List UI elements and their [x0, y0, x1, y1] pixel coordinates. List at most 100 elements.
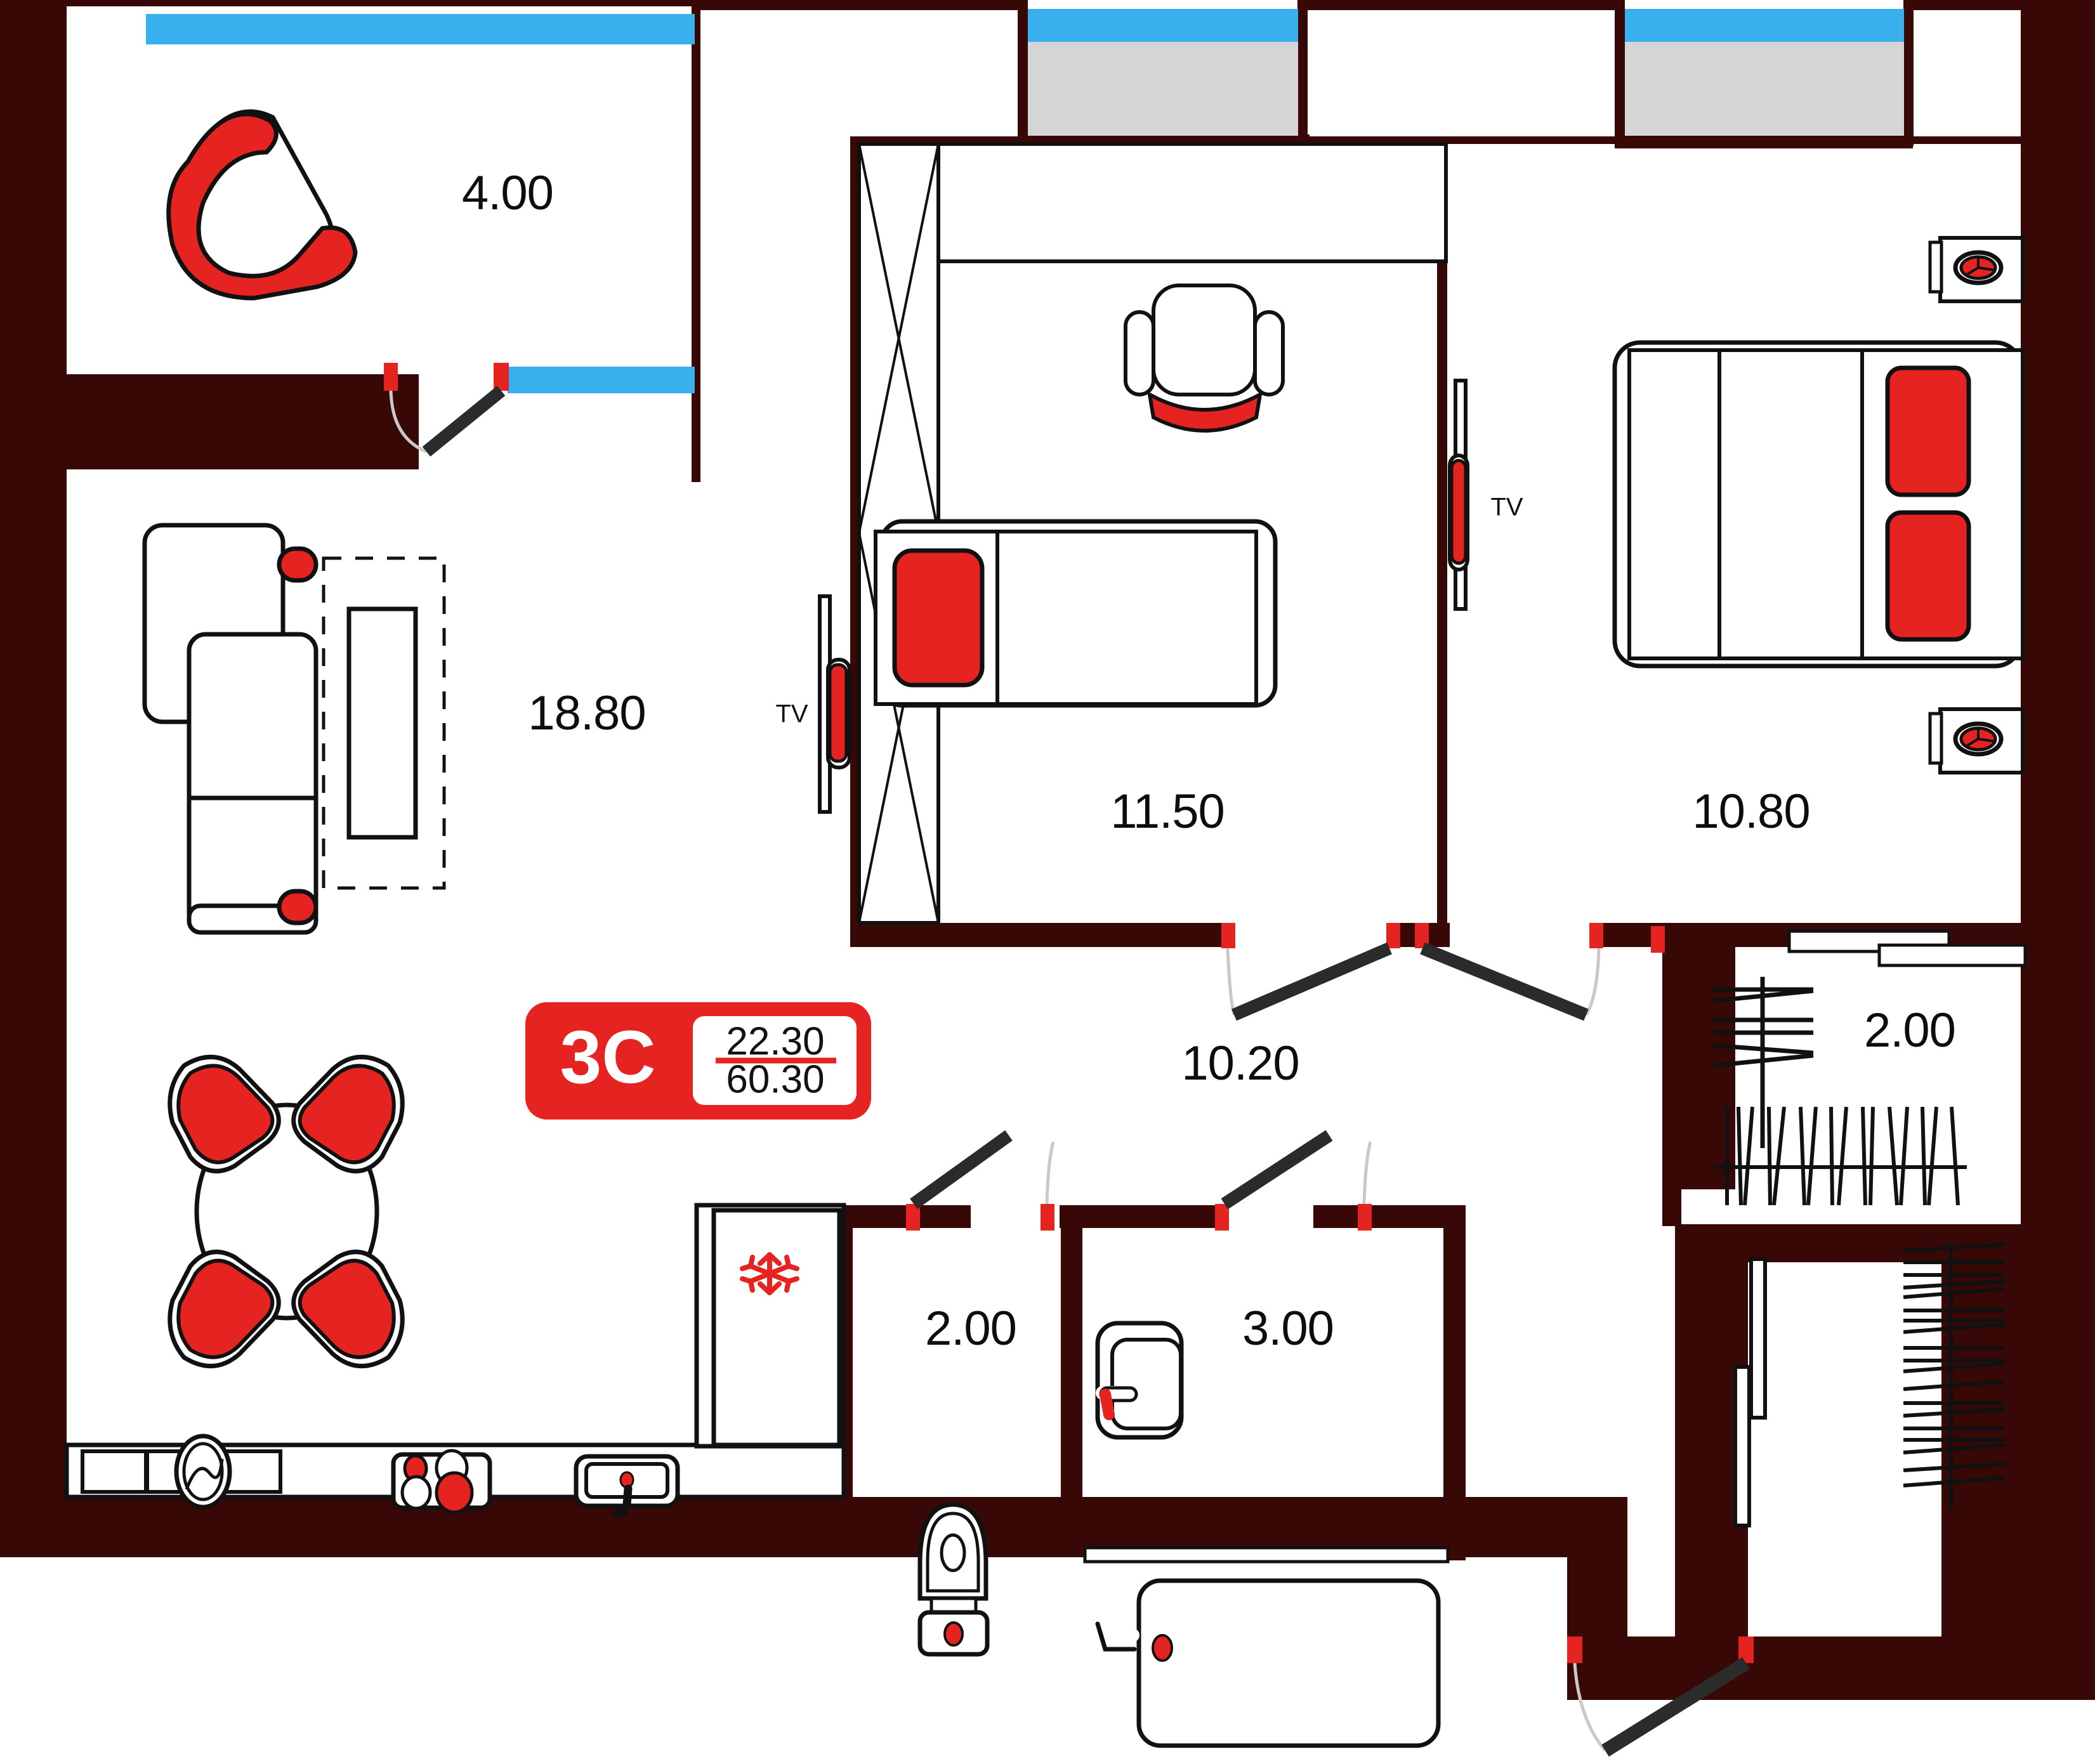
wall-balcony-right [692, 0, 700, 381]
wall-bedroom-right-top [1447, 136, 2021, 144]
tv-label-bedroom-right: TV [1490, 493, 1523, 521]
wall-outer-top-c [1297, 0, 1615, 10]
bathtub-drain [1152, 1634, 1173, 1662]
dining-chair-br [291, 1250, 405, 1369]
wardrobe-x-2 [858, 143, 940, 533]
glazing-layer [146, 9, 1904, 393]
door-jamb-entry-a [1567, 1637, 1582, 1663]
storage-hanging-rail-upper [1712, 977, 1814, 1148]
tv-screen-bedroom-right [1450, 459, 1468, 565]
bathroom-fixtures [1083, 1321, 1450, 1748]
closet-lower-right [1733, 1243, 2006, 1527]
washing-machine-drum-inner [182, 1442, 224, 1501]
single-bed-pillow [892, 548, 985, 688]
area-label-bedroom-right: 10.80 [1692, 785, 1809, 839]
door-jamb-bedroom-mid-a [1221, 923, 1235, 948]
window-balcony-right [1625, 9, 1904, 42]
wall-outer-top-b [700, 0, 1021, 10]
storage-room-right [1712, 929, 2027, 1206]
door-jamb-wc-b [1041, 1204, 1054, 1231]
door-leaf-balcony [422, 386, 506, 457]
sofa-living [142, 523, 446, 935]
sofa-cushion-red-2 [277, 889, 319, 925]
storage-hanging-clothes [1713, 1106, 1967, 1206]
window-balcony-middle [1028, 9, 1298, 42]
bedroom-middle-furniture [857, 142, 1448, 925]
wall-bath-top-b [1313, 1205, 1466, 1228]
tv-screen-living [828, 663, 848, 763]
tv-living: TV [775, 594, 851, 814]
door-jamb-bedroom-mid-b [1386, 923, 1400, 948]
wall-outer-right [2021, 0, 2095, 1700]
area-label-bathroom: 3.00 [1242, 1302, 1334, 1356]
nightstand-bottom-edge [1928, 712, 1943, 765]
lamp-bottom-spokes [1964, 728, 1996, 748]
wall-outer-top-a [0, 0, 698, 6]
wall-balcony3-left [1615, 0, 1625, 146]
area-label-wc: 2.00 [925, 1302, 1016, 1356]
office-chair-arm-left [1124, 310, 1155, 396]
area-label-living-kitchen: 18.80 [528, 686, 645, 740]
wall-bath-top-a [1082, 1205, 1228, 1228]
door-swing-arc-bath [1362, 1141, 1372, 1205]
nightstand-top-edge [1928, 240, 1943, 294]
bedroom-right-furniture: TV [1448, 236, 2025, 774]
closet-door-panel-b [1733, 1365, 1751, 1527]
area-labels-layer: 4.00 18.80 11.50 10.80 10.20 2.00 2.00 3… [462, 166, 1956, 1356]
armchair-balcony [166, 109, 358, 301]
badge-living-area: 22.30 [726, 1019, 824, 1063]
door-leaf-bedroom-mid [1231, 942, 1392, 1021]
burner-3 [400, 1475, 432, 1510]
sofa-cushion-red [277, 546, 319, 583]
refrigerator [711, 1208, 842, 1447]
type-area-badge[interactable]: 3C 22.30 60.30 [525, 1002, 871, 1120]
bathtub-ledge [1083, 1546, 1450, 1564]
kitchen-faucet [612, 1484, 633, 1518]
door-jamb-bedroom-right-a [1415, 923, 1429, 948]
wall-balcony2-left [1018, 0, 1028, 146]
office-chair-arm-right [1253, 310, 1285, 396]
burner-4 [435, 1471, 474, 1514]
tv-label-living: TV [775, 700, 808, 728]
double-bed-pillow-1 [1885, 365, 1971, 497]
wall-hall-right [1662, 947, 1681, 1226]
door-leaf-entry [1601, 1657, 1750, 1757]
coffee-table [346, 606, 418, 840]
closet-shelving [1903, 1243, 2006, 1510]
wall-under-balcony [0, 374, 419, 469]
lamp-top-spokes [1964, 257, 1996, 277]
wall-bedroom-mid-bottom [850, 923, 1228, 947]
badge-type-label: 3C [560, 1016, 656, 1099]
wall-balcony2-right [1297, 0, 1308, 146]
office-chair-back [1152, 284, 1257, 396]
snowflake-icon [740, 1252, 799, 1295]
toilet-flush-button [943, 1621, 964, 1647]
double-bed-pillow-2 [1885, 510, 1971, 642]
door-jamb-bath-a [1215, 1204, 1229, 1231]
door-jamb-wc-a [906, 1204, 920, 1231]
wall-bedroom-mid-right [1437, 136, 1447, 939]
window-living-balcony-door [508, 367, 695, 393]
door-swing-arc-wc [1045, 1141, 1055, 1205]
area-label-storage-right: 2.00 [1864, 1003, 1955, 1057]
door-jamb-balcony-right [494, 363, 509, 391]
toilet-water [940, 1533, 966, 1572]
bathtub-faucet [1095, 1621, 1137, 1652]
wall-bedroom-mid-left [850, 136, 859, 932]
door-swing-arc-bedroom-mid [1226, 948, 1236, 1016]
washbasin-handle [1100, 1388, 1115, 1420]
dining-chair-tr [291, 1054, 405, 1173]
kitchen-counter-group [64, 1203, 846, 1518]
door-jamb-balcony-left [384, 363, 398, 391]
bathtub [1136, 1578, 1441, 1748]
dining-set-living [167, 1054, 405, 1369]
wall-outer-left [0, 374, 67, 1554]
door-jamb-bedroom-right-b [1589, 923, 1603, 948]
wall-balcony3-right [1903, 0, 1914, 146]
washing-machine-wave [185, 1458, 224, 1490]
washing-machine-slot [81, 1449, 148, 1494]
area-label-bedroom-middle: 11.50 [1110, 785, 1225, 839]
badge-total-area: 60.30 [726, 1057, 824, 1101]
